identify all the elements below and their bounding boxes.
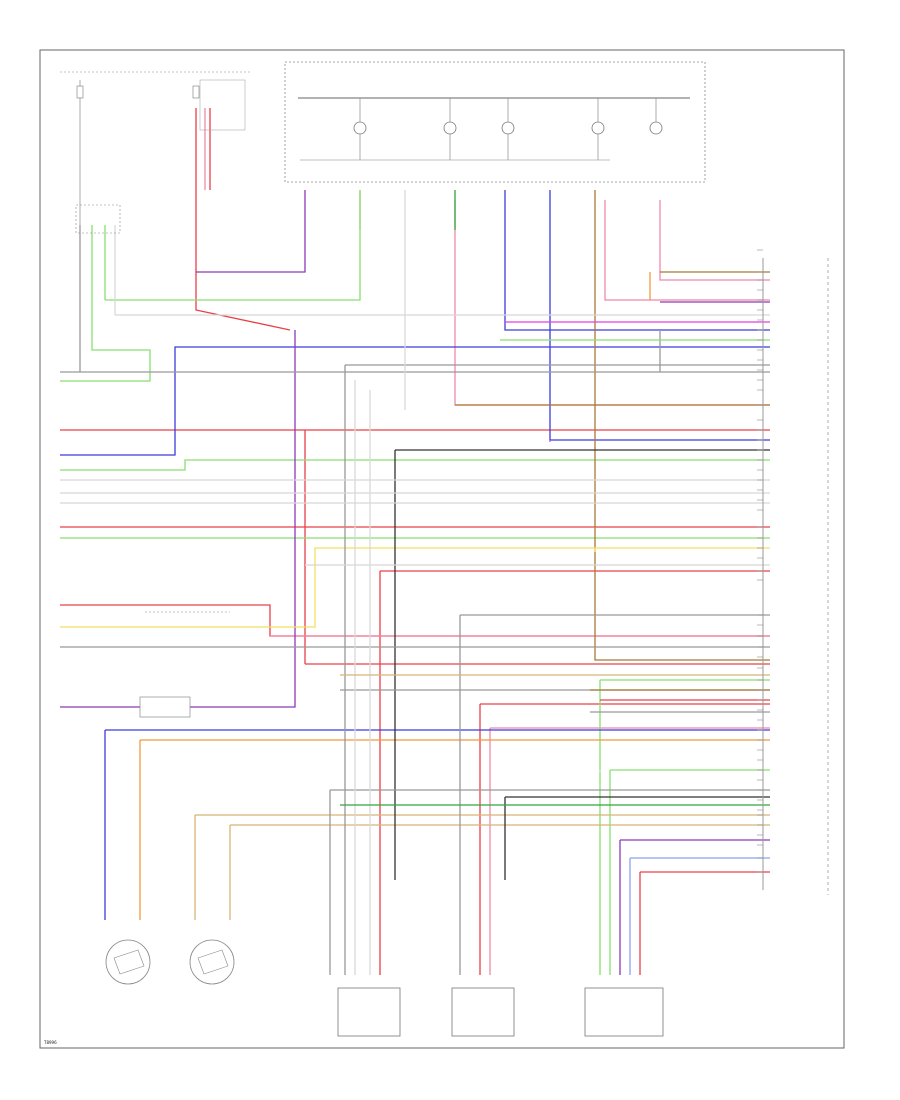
diagram-border	[39, 49, 845, 1049]
wire	[60, 225, 151, 382]
wire	[594, 190, 770, 661]
fuse-icon	[192, 85, 200, 99]
wire	[60, 346, 770, 456]
connector-label-box	[199, 79, 246, 131]
instrument-cluster	[284, 61, 706, 183]
ecm-pin-layer	[757, 249, 763, 873]
module-box	[451, 987, 515, 1037]
wire	[504, 190, 770, 331]
indicator-lamp	[501, 98, 515, 160]
indicator-lamp	[353, 98, 367, 160]
left-oxygen-sensor	[189, 939, 235, 985]
wire	[60, 604, 770, 637]
wire	[60, 459, 770, 471]
wire	[60, 547, 770, 628]
cluster-outline	[284, 61, 706, 183]
wire-layer	[60, 108, 770, 975]
inline-component	[139, 611, 230, 718]
indicator-lamp	[591, 98, 605, 160]
indicator-lamp	[649, 98, 663, 135]
wire	[659, 200, 770, 281]
wire	[105, 190, 361, 301]
module-box	[337, 987, 401, 1037]
wire	[190, 330, 296, 708]
wire	[195, 108, 291, 331]
engine-control-module	[757, 249, 829, 895]
wire	[604, 200, 770, 301]
fuse-block-left	[60, 71, 250, 234]
fuse-icon	[76, 85, 84, 99]
right-oxygen-sensor	[105, 939, 151, 985]
indicator-lamp	[443, 98, 457, 160]
module-box	[584, 987, 664, 1037]
figure-id: T8996	[43, 1040, 57, 1045]
wire	[196, 190, 306, 273]
joint-connector	[75, 204, 121, 234]
